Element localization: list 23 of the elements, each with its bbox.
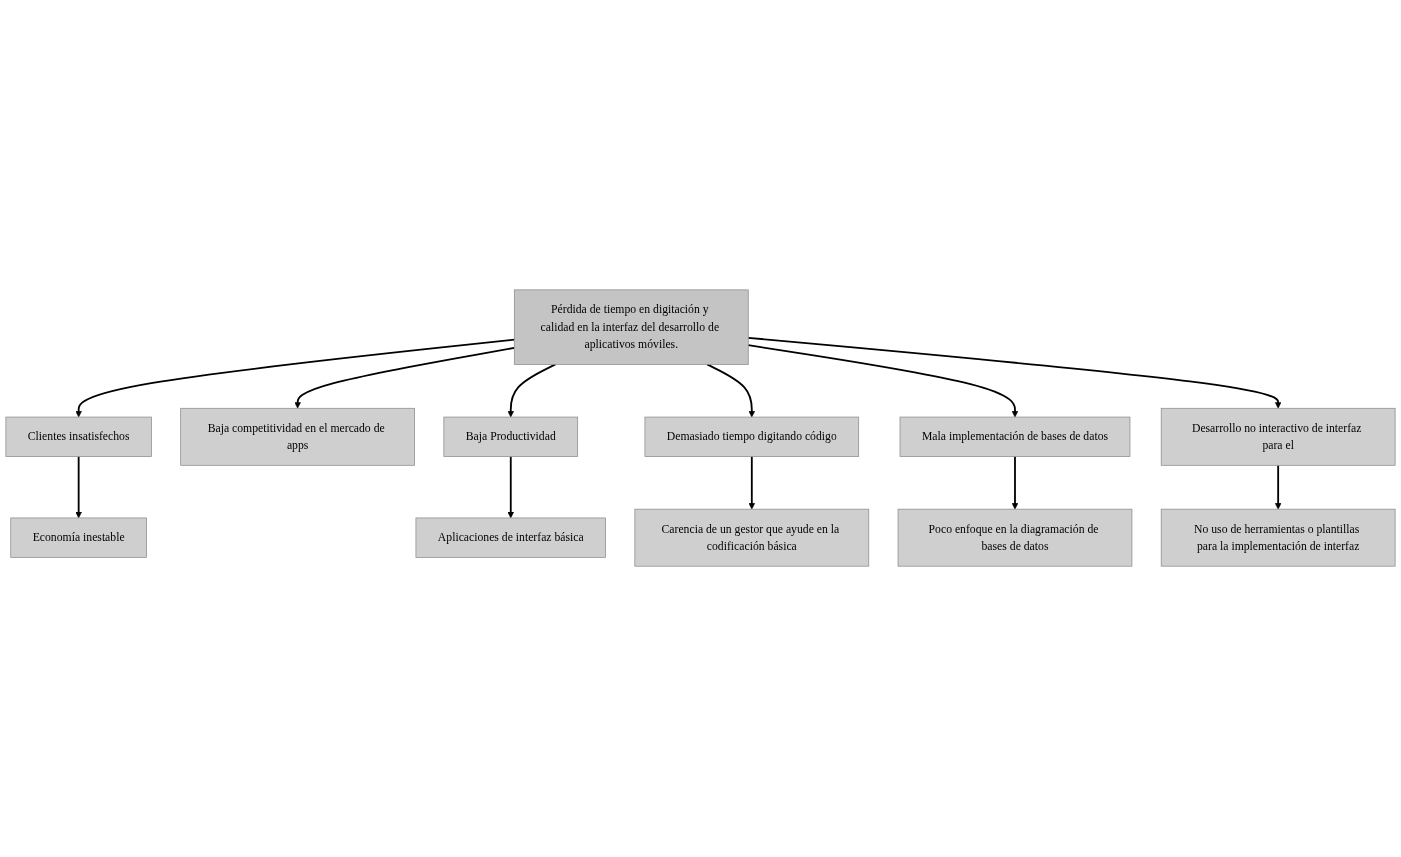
arrow [1274,464,1282,510]
node-box: Desarrollo no interactivo de interfaz para el [1160,408,1396,467]
arrow [507,364,557,418]
arrow [507,456,514,519]
node-box: Baja Productividad [443,417,579,458]
node-box: Pérdida de tiempo en digitación y calidad en la interfaz del desarrollo de aplicativos móviles. [513,289,749,366]
node-box: Carencia de un gestor que ayude en la codificación básica [634,509,870,568]
arrow [747,344,1019,418]
node-box: Poco enfoque en la diagramación de bases de datos [897,509,1133,568]
node-box: Mala implementación de bases de datos [899,417,1131,458]
node-box: Demasiado tiempo digitando código [644,417,860,458]
arrow [294,347,516,410]
arrow [748,456,755,510]
arrow [747,337,1282,410]
arrow [706,364,755,418]
arrow [75,456,82,519]
node-box: Baja competitividad en el mercado de apps [180,408,415,467]
node-box: No uso de herramientas o plantillas para la implementación de interfaz [1160,509,1396,568]
node-box: Economía inestable [10,518,147,559]
arrow [1011,456,1019,510]
node-box: Clientes insatisfechos [5,417,152,458]
node-box: Aplicaciones de interfaz básica [415,518,606,559]
arrow [75,339,516,418]
